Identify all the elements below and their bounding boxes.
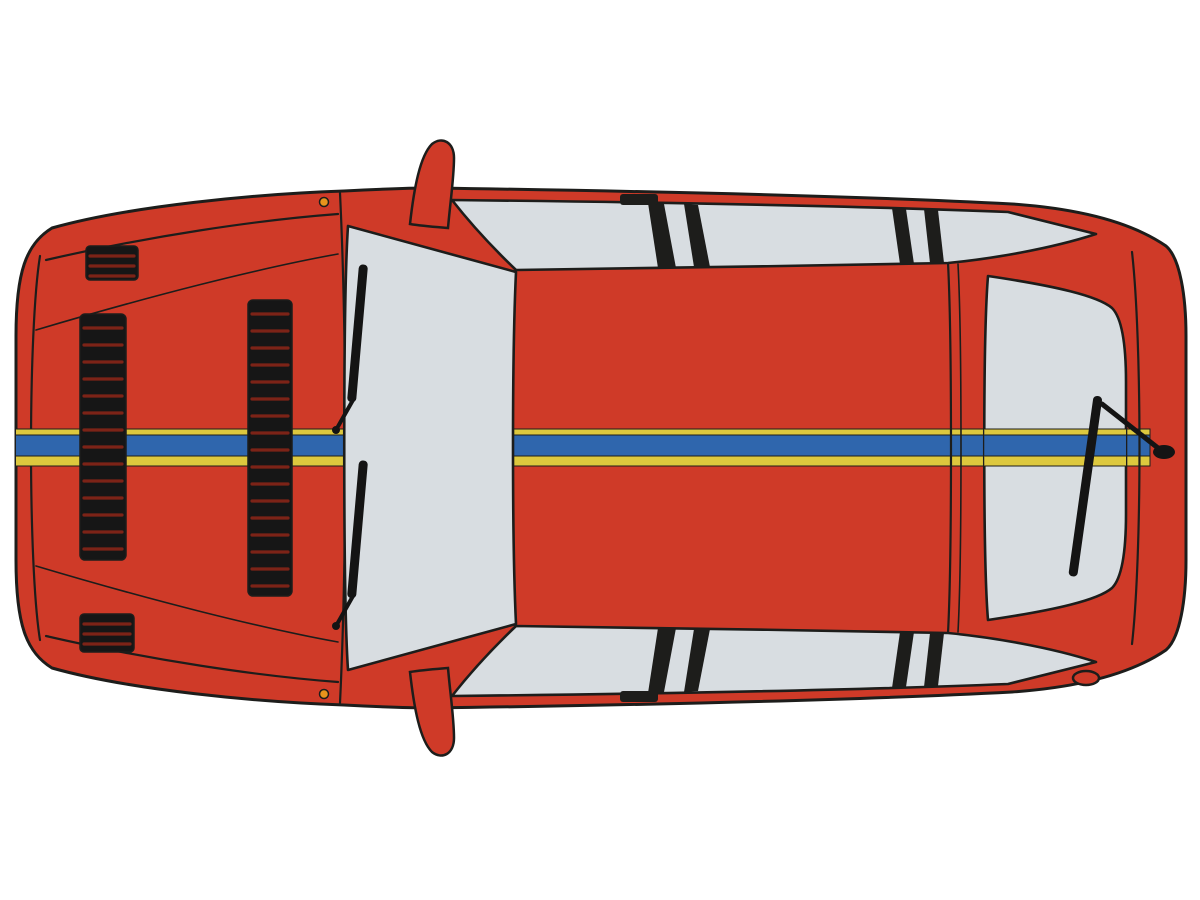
hood-vent-left-slats: [82, 326, 124, 551]
b-pillars-top: [648, 203, 944, 268]
fuel-filler-cap: [1071, 669, 1101, 687]
hood-vent-right-slats: [250, 312, 290, 588]
roof-rear-edge: [946, 261, 962, 635]
front-wiper-top: [332, 264, 368, 434]
door-mirror-top: [408, 139, 456, 230]
roof-trim-top: [620, 194, 658, 205]
roof-trim-bottom: [620, 691, 658, 702]
side-windows-bottom: [450, 624, 1098, 702]
b-pillars-bottom: [648, 628, 944, 693]
rear-wiper: [1068, 396, 1175, 577]
hood-vent-right: [247, 299, 293, 597]
side-marker-top: [318, 196, 330, 208]
side-windows-top: [450, 194, 1098, 272]
front-wiper-bottom: [332, 460, 368, 630]
fender-vent-top: [85, 245, 139, 281]
side-marker-bottom: [318, 688, 330, 700]
windshield: [342, 224, 518, 672]
racing-stripe-rear-glass: [984, 428, 1126, 467]
racing-stripe: [16, 428, 1151, 467]
fender-vent-bottom: [79, 613, 135, 653]
rear-deck-seam: [1130, 250, 1141, 646]
hood-vent-left: [79, 313, 127, 561]
door-mirror-bottom: [408, 666, 456, 757]
